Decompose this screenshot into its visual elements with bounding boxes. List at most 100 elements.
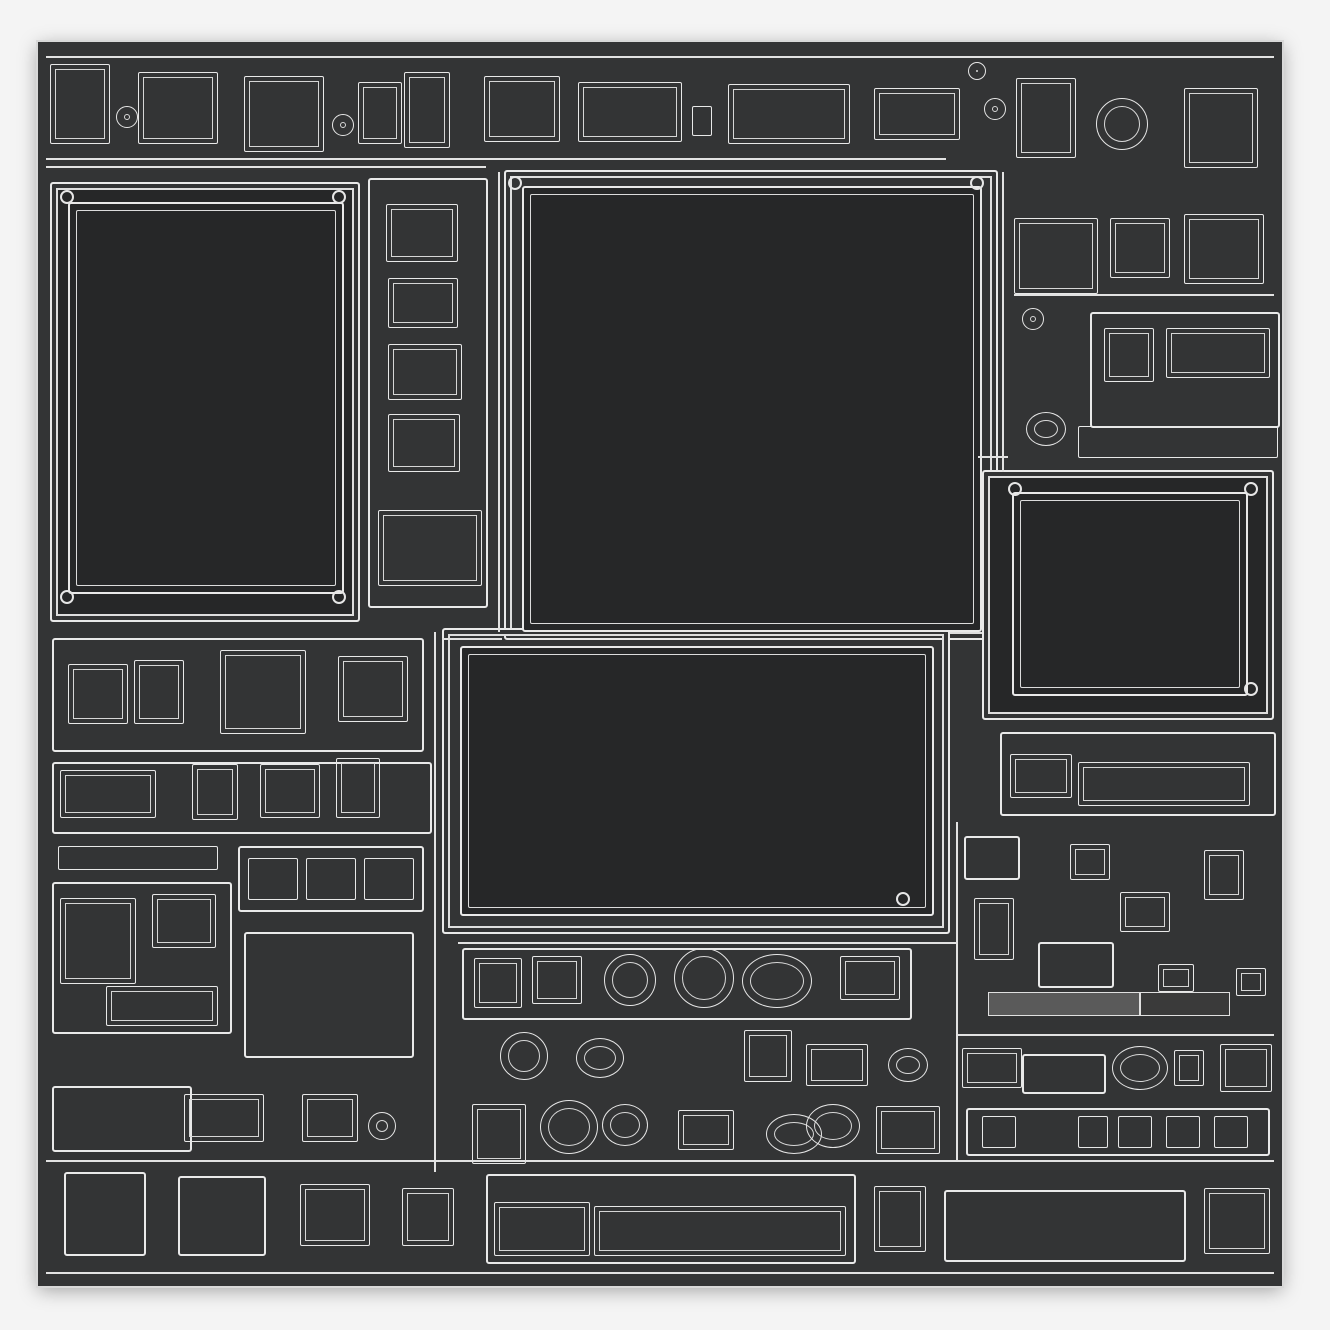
circle-icon [984, 98, 1006, 120]
right-slider-4 [1166, 1116, 1200, 1148]
left-lower-frame [52, 882, 232, 1034]
top-rule [46, 56, 1274, 58]
row-button-2 [306, 858, 356, 900]
right-slider-2 [1078, 1116, 1108, 1148]
corner-ornament [60, 590, 74, 604]
right-slider-1 [982, 1116, 1016, 1148]
bottom-tile-2 [178, 1176, 266, 1256]
lower-tile-1 [60, 898, 136, 984]
corner-ornament [508, 176, 522, 190]
right-lower-tile-e [1120, 892, 1170, 932]
right-tile-3 [1104, 328, 1154, 382]
mid-tile-7 [336, 758, 380, 818]
top-tile-8 [692, 106, 712, 136]
right-bar-graph [988, 992, 1140, 1016]
right-lower-tile-g [1158, 964, 1194, 992]
dial-icon [806, 1104, 860, 1148]
bottom-tile-3 [300, 1184, 370, 1246]
right-tile-4 [1166, 328, 1270, 378]
corner-ornament [896, 892, 910, 906]
control-tile-5 [806, 1044, 868, 1086]
right-tile-1 [1014, 218, 1098, 294]
bottom-right-display [944, 1190, 1186, 1262]
left-bottom-frame-1 [52, 1086, 192, 1152]
chalk-panel-board [38, 42, 1282, 1286]
mid-tile-3 [220, 650, 306, 734]
control-tile-1 [474, 958, 522, 1008]
corner-ornament [1008, 482, 1022, 496]
circle-icon [332, 114, 354, 136]
left-mid-frame-2 [52, 762, 432, 834]
bottom-readout-display [594, 1206, 846, 1256]
circle-icon [116, 106, 138, 128]
dial-icon [1110, 218, 1170, 278]
dial-icon [888, 1048, 928, 1082]
control-tile-7 [472, 1104, 526, 1164]
top-tile-3 [244, 76, 324, 152]
bottom-strip-top-rule [46, 1160, 1274, 1162]
row-button-3 [364, 858, 414, 900]
top-strip-bottom-rule [46, 158, 946, 160]
center-screen [522, 186, 982, 632]
center-screen-lower [460, 646, 934, 916]
corner-ornament [60, 190, 74, 204]
dial-icon [1112, 1046, 1168, 1090]
top-tile-5 [404, 72, 450, 148]
mid-tile-2 [134, 660, 184, 724]
left-mid-frame [52, 638, 424, 752]
center-left-notes-frame [244, 932, 414, 1058]
corner-ornament [332, 190, 346, 204]
right-slider-strip [966, 1108, 1270, 1156]
dial-icon [576, 1038, 624, 1078]
right-monitor-screen [1012, 492, 1248, 696]
right-tile-2 [1184, 214, 1264, 284]
top-strip-bottom-rule-2 [46, 166, 486, 168]
right-lower-tile-b [1070, 844, 1110, 880]
right-lower-tile-i [1022, 1054, 1106, 1094]
control-tile-4 [744, 1030, 792, 1082]
bottom-readout-button [494, 1202, 590, 1256]
circle-icon [368, 1112, 396, 1140]
mid-tile-6 [192, 764, 238, 820]
right-readout-frame [1000, 732, 1276, 816]
mid-tile-5 [60, 770, 156, 818]
wire [434, 632, 436, 1172]
right-slider-3 [1118, 1116, 1152, 1148]
mid-tile-4 [338, 656, 408, 722]
control-tile-8 [678, 1110, 734, 1150]
tree-icon [1016, 78, 1076, 158]
wire [498, 172, 500, 632]
right-rule [1014, 294, 1274, 296]
dial-icon [602, 1104, 648, 1146]
right-bar-graph-empty [1140, 992, 1230, 1016]
right-lower-tile-j [1174, 1050, 1204, 1086]
corner-ornament [332, 590, 346, 604]
top-tile-2 [138, 72, 218, 144]
side-tile-1 [386, 204, 458, 262]
right-lower-tile-a [964, 836, 1020, 880]
bottom-rule [46, 1272, 1274, 1274]
row-button-1 [248, 858, 298, 900]
top-tile-1 [50, 64, 110, 144]
top-tile-9 [728, 84, 850, 144]
left-side-strip [368, 178, 488, 608]
robot-icon [1096, 98, 1148, 150]
bottom-readout-frame [486, 1174, 856, 1264]
side-tile-5 [378, 510, 482, 586]
right-lower-tile-k [1220, 1044, 1272, 1092]
bottom-tile-5 [874, 1186, 926, 1252]
left-screen [68, 202, 344, 594]
bottom-right-tile [1204, 1188, 1270, 1254]
top-tile-10 [874, 88, 960, 140]
bottom-tile-1 [64, 1172, 146, 1256]
left-bottom-tile [184, 1094, 264, 1142]
control-tile-6 [962, 1048, 1022, 1088]
left-bottom-tile-2 [302, 1094, 358, 1142]
corner-ornament [1244, 682, 1258, 696]
right-readout-tile-1 [1010, 754, 1072, 798]
lower-tile-3 [106, 986, 218, 1026]
right-lower-tile-d [974, 898, 1014, 960]
circle-icon [1022, 308, 1044, 330]
center-screen-upper-frame [504, 170, 998, 640]
top-tile-6 [484, 76, 560, 142]
